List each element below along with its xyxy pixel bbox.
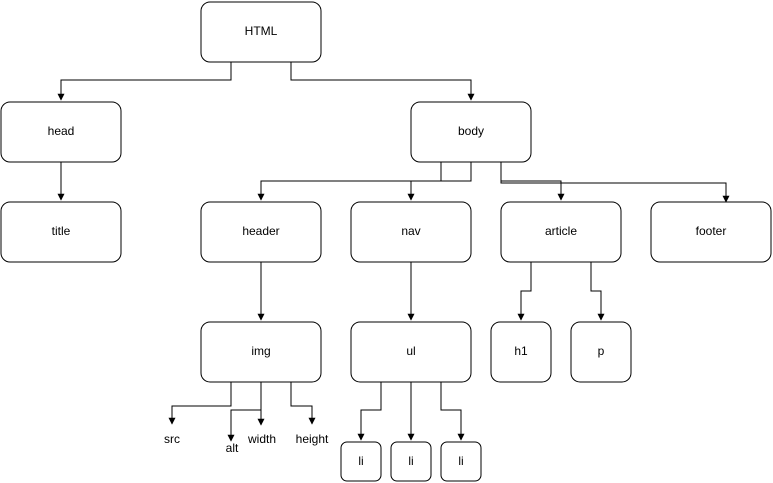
node-label: p	[598, 344, 605, 358]
edge-body-footer	[500, 162, 730, 203]
node-li-1: li	[340, 441, 382, 482]
node-nav: nav	[350, 201, 472, 263]
node-li-2: li	[390, 441, 432, 482]
node-label: li	[458, 454, 463, 468]
edge-html-body	[290, 62, 475, 101]
node-header: header	[200, 201, 322, 263]
node-label: ul	[406, 344, 415, 358]
edge-body-article	[500, 162, 565, 201]
edge-html-head	[57, 62, 232, 101]
attr-alt-label: alt	[226, 441, 239, 455]
node-html: HTML	[200, 1, 322, 63]
node-label: li	[358, 454, 363, 468]
node-label: head	[48, 124, 75, 138]
node-label: HTML	[245, 24, 278, 38]
edge-article-h1	[517, 262, 532, 321]
node-h1: h1	[490, 321, 552, 383]
edge-ul-li1	[357, 382, 382, 441]
edge-img-src	[168, 382, 232, 425]
edges	[57, 62, 730, 442]
node-label: article	[545, 224, 577, 238]
edge-ul-li3	[440, 382, 465, 441]
node-label: h1	[514, 344, 528, 358]
node-head: head	[0, 101, 122, 163]
node-ul: ul	[350, 321, 472, 383]
attr-src-label: src	[164, 432, 180, 446]
edge-body-header	[257, 162, 442, 201]
node-li-3: li	[440, 441, 482, 482]
node-label: img	[251, 344, 270, 358]
node-img: img	[200, 321, 322, 383]
node-label: li	[408, 454, 413, 468]
node-p: p	[570, 321, 632, 383]
node-label: header	[242, 224, 279, 238]
edge-img-height	[290, 382, 316, 425]
node-label: nav	[401, 224, 420, 238]
attr-width-label: width	[247, 432, 276, 446]
node-body: body	[410, 101, 532, 163]
node-title: title	[0, 201, 122, 263]
node-label: title	[52, 224, 71, 238]
node-footer: footer	[650, 201, 772, 263]
attr-height-label: height	[296, 432, 329, 446]
edge-body-nav	[407, 162, 472, 201]
node-label: body	[458, 124, 484, 138]
node-label: footer	[696, 224, 727, 238]
edge-article-p	[590, 262, 605, 321]
node-article: article	[500, 201, 622, 263]
